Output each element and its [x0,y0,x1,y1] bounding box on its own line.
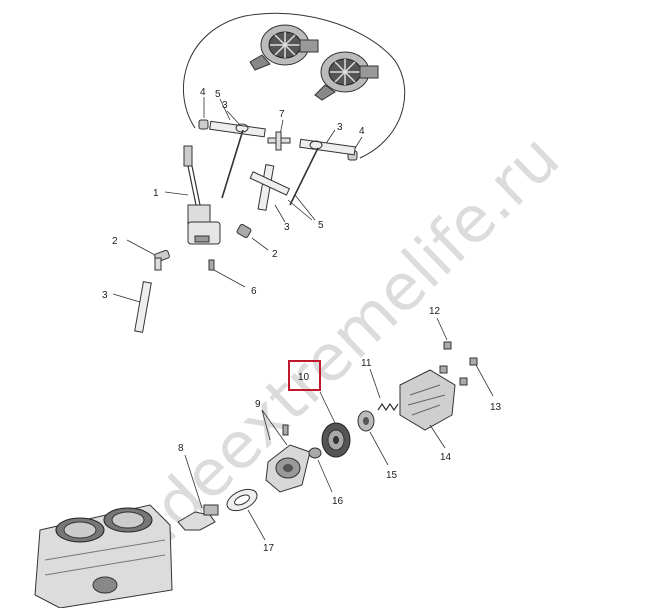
tube-part-3-middle [249,164,291,223]
callout-7: 7 [279,109,285,120]
callout-11: 11 [361,358,372,369]
bolt-part-13 [469,357,494,397]
gasket-part-17 [226,488,266,541]
wire-part-5-left [219,98,249,199]
callout-2-right: 2 [272,249,278,260]
callout-17: 17 [263,543,275,554]
fitting-part-2-left [126,239,170,271]
gear-part-15 [357,410,389,466]
callout-9: 9 [255,399,261,410]
callout-8: 8 [178,443,184,454]
callout-4-left: 4 [200,87,206,98]
tube-part-3-lower [112,281,152,333]
tee-fitting-part-7 [267,119,291,151]
callout-3-middle: 3 [284,222,290,233]
pump-cover-part-14 [399,369,456,449]
callout-4-right: 4 [359,126,365,137]
callout-15: 15 [386,470,398,481]
carburetor-left [249,24,319,71]
cover-plate-part-9 [261,409,311,493]
tube-part-3-upper-right [299,129,356,156]
screw-part-12 [436,317,468,386]
callout-3-upper-left: 3 [222,100,228,111]
callout-1: 1 [153,188,159,199]
hose-loop [182,12,406,159]
screw-part-6 [208,259,246,288]
highlight-box [288,360,321,391]
tube-part-3-upper-left [209,110,266,138]
callout-12: 12 [429,306,441,317]
cylinder-block [34,504,173,608]
callout-10: 10 [298,372,310,383]
callout-5-right: 5 [318,220,324,231]
callout-16: 16 [332,496,344,507]
callout-3-upper-right: 3 [337,122,343,133]
rotary-disc-part-10 [319,391,351,458]
callout-13: 13 [490,402,502,413]
callout-3-lower: 3 [102,290,108,301]
spring-part-11 [369,368,399,412]
wire-part-5-right [287,140,323,221]
valve-housing-part-8 [177,454,219,531]
callout-5-left: 5 [215,89,221,100]
screw-part-2-right [236,223,269,251]
callout-labels: 4 3 5 7 3 4 1 3 5 2 2 6 3 12 11 10 13 9 … [102,87,502,554]
fitting-part-4-left [198,97,209,130]
callout-2-left: 2 [112,236,118,247]
carburetor-right [314,51,379,101]
valve-part-1 [164,145,221,245]
callout-14: 14 [440,452,452,463]
bearing-part-16 [308,447,333,493]
callout-6: 6 [251,286,257,297]
